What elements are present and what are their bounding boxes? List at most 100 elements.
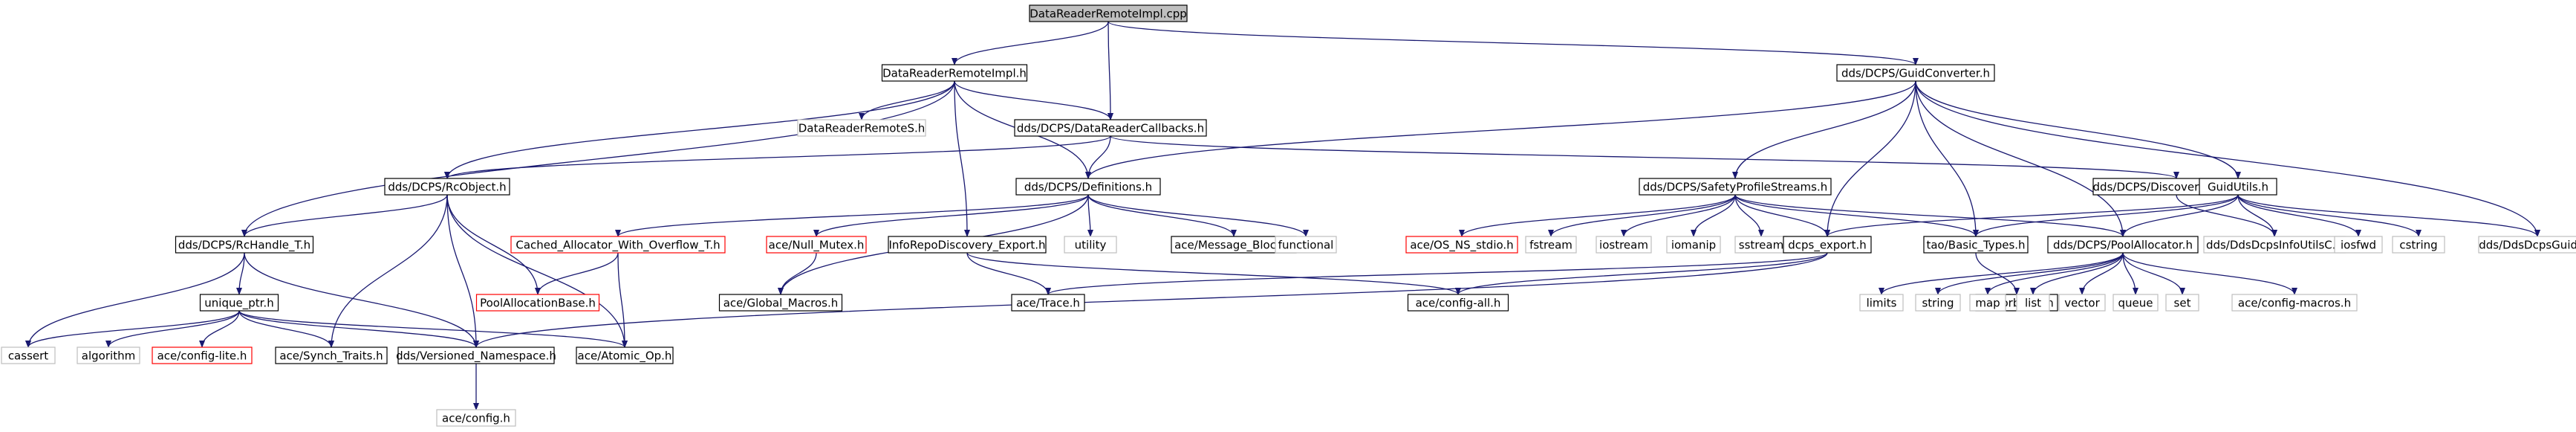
node-limits: limits bbox=[1859, 294, 1904, 312]
node-label: ace/Global_Macros.h bbox=[723, 297, 839, 311]
edge-disc-to-ddsinfo bbox=[2176, 194, 2277, 237]
node-poolbase[interactable]: PoolAllocationBase.h bbox=[475, 294, 600, 312]
node-trace[interactable]: ace/Trace.h bbox=[1011, 294, 1085, 312]
node-list: list bbox=[2016, 294, 2050, 312]
edge-root-to-drri_h bbox=[952, 21, 1109, 65]
edge-drcb-to-disc bbox=[1110, 135, 2179, 179]
node-label: map bbox=[1975, 297, 2000, 310]
node-osns[interactable]: ace/OS_NS_stdio.h bbox=[1405, 236, 1518, 254]
node-uniqueptr[interactable]: unique_ptr.h bbox=[199, 294, 279, 312]
node-sps[interactable]: dds/DCPS/SafetyProfileStreams.h bbox=[1639, 178, 1832, 196]
edge-dcpsexp-to-trace bbox=[1045, 252, 1828, 295]
node-label: DataReaderRemoteS.h bbox=[799, 122, 926, 135]
edge-poolalloc-to-queue bbox=[2122, 252, 2138, 295]
node-synch[interactable]: ace/Synch_Traits.h bbox=[275, 346, 388, 364]
node-label: dds/DCPS/PoolAllocator.h bbox=[2053, 239, 2193, 252]
node-msgblock[interactable]: ace/Message_Block.h bbox=[1171, 236, 1297, 254]
node-label: DataReaderRemoteImpl.h bbox=[882, 67, 1027, 80]
edge-poolalloc-to-limits bbox=[1879, 252, 2124, 295]
node-rchandle[interactable]: dds/DCPS/RcHandle_T.h bbox=[175, 236, 314, 254]
node-label: dds/DdsDcpsGuidC.h bbox=[2479, 239, 2576, 252]
edge-guidutils-to-cstring bbox=[2237, 194, 2421, 237]
edge-basictypes-to-orbconf bbox=[1975, 252, 2020, 295]
node-guidutils[interactable]: GuidUtils.h bbox=[2199, 178, 2277, 196]
node-ddsinfo: dds/DdsDcpsInfoUtilsC.h bbox=[2203, 236, 2346, 254]
edge-guidutils-to-guidc bbox=[2237, 194, 2540, 237]
edge-poolalloc-to-list bbox=[2030, 252, 2124, 295]
node-iosfwd: iosfwd bbox=[2334, 236, 2383, 254]
edge-guid_conv-to-poolalloc bbox=[1915, 80, 2126, 237]
node-label: iomanip bbox=[1671, 239, 1716, 252]
node-label: limits bbox=[1867, 297, 1897, 310]
node-label: dds/Versioned_Namespace.h bbox=[396, 349, 556, 364]
edge-guidutils-to-basictypes bbox=[1973, 194, 2239, 237]
edge-guidutils-to-dcpsexp bbox=[1824, 194, 2239, 237]
edge-guidutils-to-poolalloc bbox=[2120, 194, 2239, 237]
node-queue: queue bbox=[2112, 294, 2159, 312]
node-label: sstream bbox=[1739, 239, 1783, 252]
node-label: utility bbox=[1075, 239, 1107, 252]
node-label: ace/config-macros.h bbox=[2238, 297, 2351, 310]
edge-irde-to-configall bbox=[966, 252, 1461, 295]
edge-dcpsexp-to-configall bbox=[1455, 252, 1828, 295]
edge-poolalloc-to-configmacros bbox=[2122, 252, 2297, 295]
node-dcpsexp[interactable]: dcps_export.h bbox=[1783, 236, 1872, 254]
node-globalmacros[interactable]: ace/Global_Macros.h bbox=[718, 294, 843, 312]
edge-sps-to-iomanip bbox=[1691, 194, 1736, 237]
edge-rcobj-to-poolbase bbox=[446, 194, 541, 295]
node-aceconfig: ace/config.h bbox=[436, 409, 516, 427]
edge-guid_conv-to-sps bbox=[1732, 80, 1916, 179]
node-label: cstring bbox=[2399, 239, 2437, 252]
edge-drri_h-to-drcb bbox=[954, 80, 1113, 120]
node-configall[interactable]: ace/config-all.h bbox=[1407, 294, 1509, 312]
node-versioned[interactable]: dds/Versioned_Namespace.h bbox=[396, 346, 556, 364]
edge-nullmutex-to-globalmacros bbox=[778, 252, 817, 295]
node-poolalloc[interactable]: dds/DCPS/PoolAllocator.h bbox=[2047, 236, 2199, 254]
edge-defs-to-nullmutex bbox=[813, 194, 1089, 237]
node-irde[interactable]: InfoRepoDiscovery_Export.h bbox=[888, 236, 1047, 254]
node-root[interactable]: DataReaderRemoteImpl.cpp bbox=[1029, 4, 1188, 22]
node-configlite[interactable]: ace/config-lite.h bbox=[152, 346, 253, 364]
node-drcb[interactable]: dds/DCPS/DataReaderCallbacks.h bbox=[1014, 119, 1207, 137]
edge-uniqueptr-to-algorithm bbox=[105, 310, 240, 348]
edge-poolalloc-to-set bbox=[2122, 252, 2185, 295]
edge-uniqueptr-to-synch bbox=[238, 310, 334, 348]
node-label: ace/Synch_Traits.h bbox=[279, 349, 383, 364]
edge-guid_conv-to-guidutils bbox=[1915, 80, 2241, 179]
node-basictypes[interactable]: tao/Basic_Types.h bbox=[1923, 236, 2029, 254]
node-label: ace/Atomic_Op.h bbox=[578, 349, 672, 364]
node-cstring: cstring bbox=[2392, 236, 2445, 254]
node-label: dds/DCPS/RcObject.h bbox=[388, 181, 506, 194]
node-guid-conv[interactable]: dds/DCPS/GuidConverter.h bbox=[1836, 64, 1995, 82]
node-label: ace/config-all.h bbox=[1416, 297, 1501, 310]
node-label: ace/Trace.h bbox=[1016, 297, 1080, 310]
edge-guid_conv-to-guidc bbox=[1915, 80, 2540, 237]
node-defs[interactable]: dds/DCPS/Definitions.h bbox=[1015, 178, 1161, 196]
node-nullmutex[interactable]: ace/Null_Mutex.h bbox=[766, 236, 867, 254]
edge-sps-to-basictypes bbox=[1734, 194, 1979, 237]
node-label: InfoRepoDiscovery_Export.h bbox=[888, 239, 1045, 253]
node-label: dds/DdsDcpsInfoUtilsC.h bbox=[2206, 239, 2343, 252]
edge-drcb-to-rcobj bbox=[444, 135, 1111, 179]
node-label: Cached_Allocator_With_Overflow_T.h bbox=[515, 239, 720, 253]
node-label: unique_ptr.h bbox=[204, 297, 273, 311]
edge-defs-to-functional bbox=[1087, 194, 1309, 237]
edge-dcpsexp-to-versioned bbox=[473, 252, 1828, 348]
edge-poolalloc-to-vector bbox=[2079, 252, 2124, 295]
edge-sps-to-sstream bbox=[1734, 194, 1764, 237]
node-label: dds/DCPS/RcHandle_T.h bbox=[178, 239, 310, 253]
edge-sps-to-dcpsexp bbox=[1734, 194, 1830, 237]
node-guidc: dds/DdsDcpsGuidC.h bbox=[2478, 236, 2576, 254]
edge-guidutils-to-ddsinfo bbox=[2237, 194, 2277, 237]
edge-drri_h-to-drs bbox=[859, 80, 955, 120]
node-cached[interactable]: Cached_Allocator_With_Overflow_T.h bbox=[510, 236, 726, 254]
node-label: functional bbox=[1278, 239, 1334, 252]
node-label: DataReaderRemoteImpl.cpp bbox=[1030, 7, 1187, 21]
node-label: algorithm bbox=[82, 349, 135, 363]
node-atomic[interactable]: ace/Atomic_Op.h bbox=[576, 346, 674, 364]
node-drri-h[interactable]: DataReaderRemoteImpl.h bbox=[881, 64, 1028, 82]
node-label: ace/OS_NS_stdio.h bbox=[1410, 239, 1513, 253]
node-rcobj[interactable]: dds/DCPS/RcObject.h bbox=[384, 178, 510, 196]
edge-drcb-to-defs bbox=[1085, 135, 1111, 179]
